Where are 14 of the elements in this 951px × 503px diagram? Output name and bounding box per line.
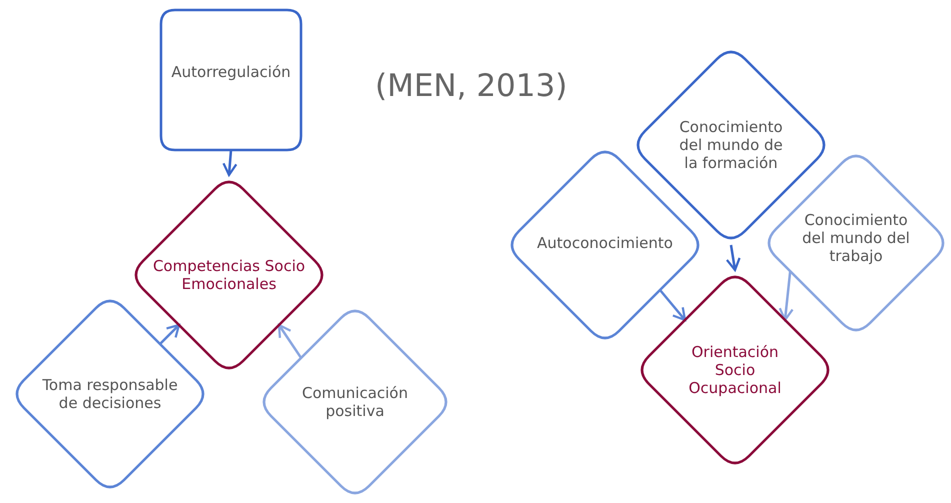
arrow — [778, 271, 794, 322]
node-text: Competencias Socio Emocionales — [152, 257, 306, 293]
node-text: Comunicación positiva — [301, 384, 409, 420]
node-text: Toma responsable de decisiones — [41, 376, 179, 412]
arrow — [726, 244, 741, 272]
node-text: Conocimiento del mundo del trabajo — [801, 211, 911, 265]
node-text: Autorregulación — [170, 63, 292, 81]
arrow — [278, 324, 302, 359]
node-text: Conocimiento del mundo de la formación — [678, 118, 784, 172]
citation: (MEN, 2013) — [375, 68, 568, 104]
arrow — [659, 289, 686, 322]
node-text: Orientación Socio Ocupacional — [688, 343, 782, 397]
node-text: Autoconocimiento — [536, 234, 674, 252]
arrow — [222, 150, 238, 176]
